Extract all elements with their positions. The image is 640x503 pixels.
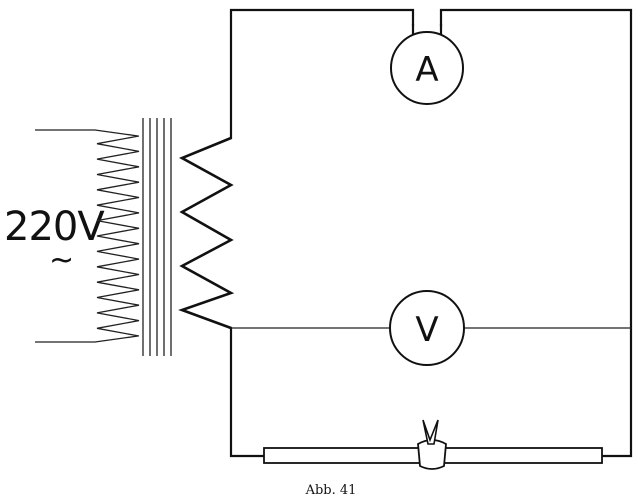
- primary-winding: [96, 135, 140, 337]
- wire-right-top: [439, 8, 633, 458]
- ammeter-label: A: [415, 50, 438, 90]
- supply-voltage-label: 220V: [4, 204, 105, 250]
- electrode-rods: [263, 419, 603, 470]
- figure-caption: Abb. 41: [305, 483, 357, 498]
- weld-spark: [422, 419, 439, 445]
- wire-left-lower: [229, 326, 266, 458]
- ac-symbol: ~: [49, 243, 74, 278]
- voltmeter-label: V: [415, 310, 438, 350]
- secondary-winding: [178, 136, 235, 330]
- transformer-core: [142, 118, 172, 356]
- wire-left-upper: [229, 8, 415, 140]
- ammeter: A: [390, 31, 464, 105]
- voltmeter: V: [389, 290, 465, 366]
- primary-lead-top: [35, 129, 139, 137]
- primary-lead-bottom: [35, 335, 139, 343]
